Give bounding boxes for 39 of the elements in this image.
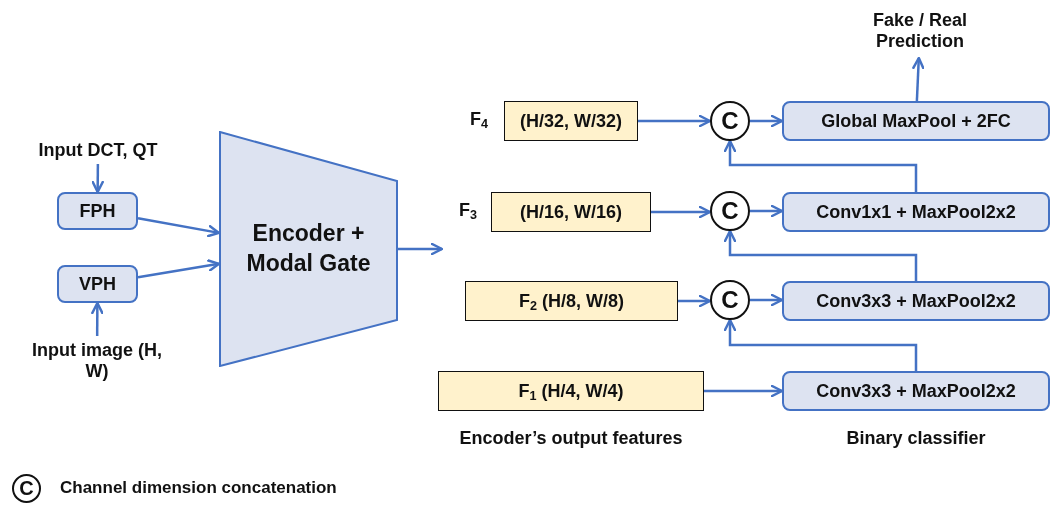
arrow [638,114,712,128]
arrow [398,242,444,256]
section-caption: Encoder’s output features [458,428,684,449]
section-caption: Binary classifier [845,428,987,449]
concat-symbol: C [12,474,41,503]
concat-circle: C [710,101,750,141]
process-box: Conv3x3 + MaxPool2x2 [782,371,1050,411]
process-box: Global MaxPool + 2FC [782,101,1050,141]
concat-circle: C [710,280,750,320]
legend-text: Channel dimension concatenation [60,478,337,498]
arrow [678,294,712,308]
arrow [137,259,221,279]
concat-circle: C [710,191,750,231]
feature-label: F$_{3}$ [459,200,477,221]
process-box: VPH [57,265,138,303]
feature-map-box: F$_{2}$ (H/8, W/8) [465,281,678,321]
arrow [912,56,925,102]
arrow [723,139,918,192]
feature-map-box: F$_{1}$ (H/4, W/4) [438,371,704,411]
arrow [750,293,784,307]
input-label: Input image (H, W) [31,340,163,382]
arrow [91,164,104,194]
arrow [723,229,918,281]
arrow [750,204,784,218]
process-box: Conv3x3 + MaxPool2x2 [782,281,1050,321]
arrow [704,384,784,398]
process-box: Conv1x1 + MaxPool2x2 [782,192,1050,232]
arrow [91,301,104,336]
feature-map-box: (H/32, W/32) [504,101,638,141]
process-box: FPH [57,192,138,230]
arrow [651,205,712,219]
arrow [723,318,918,371]
encoder-trapezoid: Encoder + Modal Gate [219,131,398,367]
output-label: Fake / Real Prediction [871,10,969,52]
input-label: Input DCT, QT [38,139,158,161]
arrow [750,114,784,128]
feature-label: F$_{4}$ [470,109,488,130]
feature-map-box: (H/16, W/16) [491,192,651,232]
arrow [137,217,221,238]
